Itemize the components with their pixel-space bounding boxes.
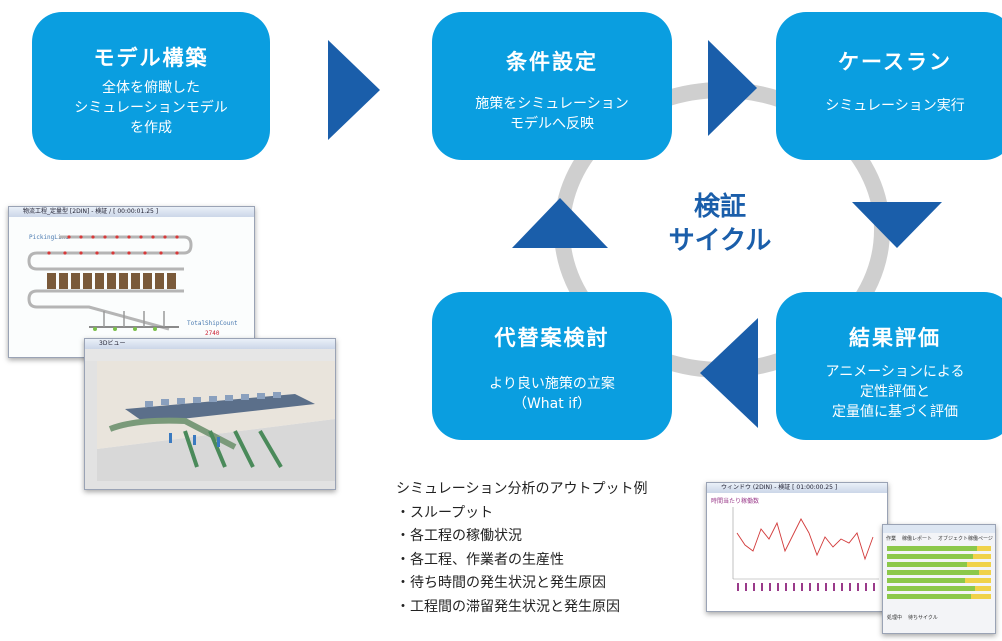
arrow-right-2	[708, 40, 757, 136]
output-examples-heading: シミュレーション分析のアウトプット例	[396, 481, 648, 497]
screenshot-2d-titlebar: 物流工程_定量型 [2DIN] - 検証 / [ 00:00:01.25 ]	[9, 207, 254, 217]
output-examples: シミュレーション分析のアウトプット例 ・スループット ・各工程の稼働状況 ・各工…	[396, 478, 647, 619]
output-item: ・待ち時間の発生状況と発生原因	[396, 575, 606, 591]
box-alternative-review: 代替案検討 より良い施策の立案 （What if）	[432, 292, 672, 440]
screenshot-3d-canvas	[85, 349, 335, 489]
arrow-up	[512, 198, 608, 248]
box-model-building: モデル構築 全体を俯瞰した シミュレーションモデル を作成	[32, 12, 270, 160]
box-condition-setting-title: 条件設定	[506, 50, 598, 74]
arrow-down	[852, 202, 942, 248]
screenshot-2d-stations	[47, 273, 176, 289]
screenshot-chart-window: ウィンドウ (2DIN) - 検証 [ 01:00:00.25 ] 時間当たり稼…	[706, 482, 888, 612]
screenshot-2d-counter-label: TotalShipCount	[187, 320, 238, 327]
box-alternative-review-desc: より良い施策の立案 （What if）	[489, 376, 615, 412]
report-col2: 稼働レポート	[902, 536, 933, 542]
arrow-left	[700, 318, 758, 428]
box-case-run: ケースラン シミュレーション実行	[776, 12, 1002, 160]
screenshot-report-window: 作業 稼働レポート オブジェクト稼働ページ 処理中 待ちサイクル	[882, 524, 996, 634]
screenshot-2d-counter-value: 2740	[205, 330, 220, 337]
box-case-run-title: ケースラン	[838, 50, 952, 74]
report-bars	[887, 546, 991, 599]
screenshot-chart-canvas: 時間当たり稼働数	[707, 493, 887, 611]
cycle-label: 検証 サイクル	[660, 190, 780, 258]
report-col3: オブジェクト稼働ページ	[938, 536, 993, 542]
screenshot-2d-dots	[47, 235, 179, 255]
cycle-label-line1: 検証	[693, 192, 746, 222]
screenshot-3d-titlebar: 3Dビュー	[85, 339, 335, 349]
box-alternative-review-title: 代替案検討	[494, 326, 610, 350]
box-result-evaluation-title: 結果評価	[849, 326, 941, 350]
screenshot-2d-simulation: 物流工程_定量型 [2DIN] - 検証 / [ 00:00:01.25 ] P…	[8, 206, 255, 358]
output-item: ・スループット	[396, 504, 494, 521]
screenshot-3d-simulation: 3Dビュー	[84, 338, 336, 490]
box-condition-setting-desc: 施策をシミュレーション モデルへ反映	[475, 96, 629, 132]
box-model-building-desc: 全体を俯瞰した シミュレーションモデル を作成	[74, 80, 228, 136]
box-result-evaluation-desc: アニメーションによる 定性評価と 定量値に基づく評価	[825, 364, 965, 420]
screenshot-chart-titlebar: ウィンドウ (2DIN) - 検証 [ 01:00:00.25 ]	[707, 483, 887, 493]
box-model-building-title: モデル構築	[93, 46, 209, 70]
report-legend2: 待ちサイクル	[908, 615, 938, 621]
report-legend1: 処理中	[887, 615, 903, 621]
output-item: ・工程間の滞留発生状況と発生原因	[396, 598, 620, 615]
arrow-right-1	[328, 40, 380, 140]
output-item: ・各工程、作業者の生産性	[396, 551, 564, 568]
cycle-label-line2: サイクル	[668, 226, 772, 256]
screenshot-2d-canvas: PickingLine TotalShipCount 2740	[9, 217, 254, 357]
box-result-evaluation: 結果評価 アニメーションによる 定性評価と 定量値に基づく評価	[776, 292, 1002, 440]
box-condition-setting: 条件設定 施策をシミュレーション モデルへ反映	[432, 12, 672, 160]
screenshot-chart-title: 時間当たり稼働数	[711, 497, 759, 505]
screenshot-2d-line-label: PickingLine	[29, 234, 69, 241]
report-col1: 作業	[886, 536, 897, 542]
box-case-run-desc: シミュレーション実行	[825, 98, 965, 114]
output-item: ・各工程の稼働状況	[396, 528, 522, 544]
